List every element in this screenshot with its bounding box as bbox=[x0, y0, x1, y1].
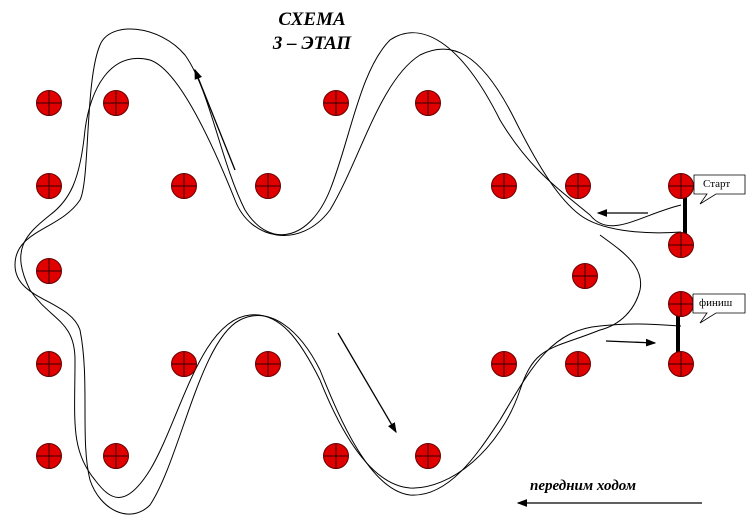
buoy-marker bbox=[255, 351, 281, 377]
title-line-1: СХЕМА bbox=[278, 9, 346, 30]
buoy-marker bbox=[103, 90, 129, 116]
direction-label: передним ходом bbox=[530, 478, 636, 494]
buoy-marker bbox=[103, 443, 129, 469]
title-line-2: 3 – ЭТАП bbox=[272, 33, 352, 54]
buoy-marker bbox=[668, 291, 694, 317]
direction-arrow-down bbox=[337, 332, 397, 434]
start-label: Старт bbox=[703, 178, 731, 190]
buoy-marker bbox=[36, 443, 62, 469]
buoy-marker bbox=[171, 351, 197, 377]
buoy-marker bbox=[36, 90, 62, 116]
buoy-marker bbox=[565, 173, 591, 199]
buoy-marker bbox=[668, 351, 694, 377]
buoy-marker bbox=[36, 173, 62, 199]
buoy-marker bbox=[572, 263, 598, 289]
diagram-title: СХЕМА 3 – ЭТАП bbox=[262, 8, 362, 56]
direction-arrow-finish bbox=[605, 338, 657, 347]
buoy-marker bbox=[255, 173, 281, 199]
direction-arrow-up bbox=[194, 68, 236, 171]
buoy-marker bbox=[171, 173, 197, 199]
buoy-marker bbox=[668, 232, 694, 258]
buoy-marker bbox=[491, 351, 517, 377]
buoy-marker bbox=[415, 90, 441, 116]
buoy-marker bbox=[668, 173, 694, 199]
route-line-outer bbox=[14, 28, 682, 515]
buoy-marker bbox=[565, 351, 591, 377]
finish-label: финиш bbox=[699, 297, 733, 309]
buoy-marker bbox=[415, 443, 441, 469]
finish-callout bbox=[692, 293, 746, 324]
start-callout bbox=[693, 174, 746, 205]
buoy-marker bbox=[323, 443, 349, 469]
buoy-marker bbox=[36, 351, 62, 377]
buoy-marker bbox=[491, 173, 517, 199]
buoy-marker bbox=[323, 90, 349, 116]
route-line-inner bbox=[20, 48, 682, 498]
buoy-marker bbox=[36, 258, 62, 284]
